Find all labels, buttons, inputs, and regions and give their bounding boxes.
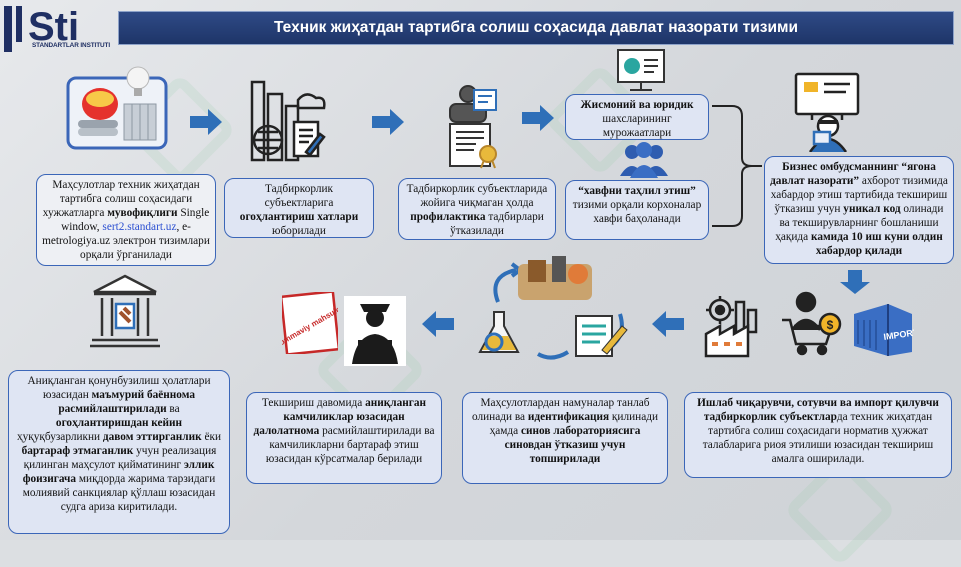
court-icon: [88, 272, 162, 357]
police-officer-icon: [344, 296, 406, 371]
box-administrative-protocol: Аниқланган қонунбузилиш ҳолатлари юзасид…: [8, 370, 230, 534]
sti-logo: Sti STANDARTLAR INSTITUTI: [2, 2, 114, 52]
box6-bold: Бизнес омбудсманнинг “ягона давлат назор…: [770, 161, 936, 187]
box-warning-letters: Тадбиркорлик субъектларига огоҳлантириш …: [224, 178, 374, 238]
box2-text: юборилади: [272, 225, 326, 237]
logo-sub: STANDARTLAR INSTITUTI: [32, 42, 111, 49]
box10-bold: эллик фоизигача: [22, 459, 215, 485]
presentation-icon: [614, 46, 670, 99]
box1-text: Маҳсулотлар техник жиҳатдан тартибга сол…: [42, 179, 200, 219]
box8-bold: синов лабораториясига синовдан ўтказиш у…: [504, 425, 641, 465]
box10-text: миқдорда жарима тарзидаги молиявий санкц…: [22, 473, 216, 513]
box3-bold: профилактика: [410, 211, 486, 223]
box1-bold: мувофиқлиги: [107, 207, 178, 219]
box8-text: Маҳсулотлардан намуналар танлаб олинади …: [471, 397, 650, 423]
box10-text: учун реализация қилинган маҳсулот қиймат…: [23, 445, 217, 471]
box-ombudsman: Бизнес омбудсманнинг “ягона давлат назор…: [764, 156, 954, 264]
people-group-icon: [618, 140, 670, 185]
stamp-icon: ommaviy mahsulot: [278, 290, 345, 359]
sti-logo-mark: Sti: [4, 5, 79, 52]
svg-text:IMPORT: IMPORT: [883, 327, 914, 342]
lab-cycle-icon: [472, 254, 642, 371]
box8-bold: идентификация: [527, 411, 610, 423]
box7-bold: Ишлаб чиқарувчи, сотувчи ва импорт қилув…: [697, 397, 939, 423]
factory-icon: [246, 72, 326, 172]
box-appeals: Жисмоний ва юридик шахсларининг мурожаат…: [565, 94, 709, 140]
box1-text: , e-metrologiya.uz электрон тизимлари ор…: [42, 221, 210, 261]
box8-text: қилинади ҳамда: [489, 411, 659, 437]
flow-arrow-down: [840, 270, 870, 294]
box10-text: ва: [166, 403, 180, 415]
merge-bracket: [712, 105, 762, 227]
box9-text: Текшириш давомида: [261, 397, 366, 409]
flow-arrow-right: [522, 105, 554, 131]
box3-text: тадбирлари ўтказилади: [450, 211, 544, 237]
box10-text: Аниқланган қонунбузилиш ҳолатлари юзасид…: [27, 375, 211, 401]
inspector-computer-icon: [792, 70, 862, 157]
box2-bold: огоҳлантириш хатлари: [239, 211, 359, 223]
box-compliance-check: Маҳсулотлар техник жиҳатдан тартибга сол…: [36, 174, 216, 266]
flow-arrow-right: [190, 109, 222, 135]
flow-arrow-right: [372, 109, 404, 135]
box4-bold: Жисмоний ва юридик: [580, 99, 694, 111]
box10-bold: бартараф этмаганлик: [21, 445, 134, 457]
box9-bold: аниқланган камчиликлар юзасидан далолатн…: [253, 397, 427, 437]
retail-cart-icon: $: [778, 290, 844, 361]
logo-main: Sti: [28, 5, 79, 49]
sert2-link[interactable]: sert2.standart.uz: [102, 221, 177, 233]
box5-bold: “хавфни таҳлил этиш”: [578, 185, 696, 197]
box10-text: ҳуқуқбузарликни: [16, 431, 103, 443]
box6-text: ахборот тизимида хабардор этиш тартибида…: [770, 175, 948, 215]
manufacturing-icon: [702, 292, 766, 363]
box6-bold: камида 10 иш куни олдин хабардор қилади: [811, 231, 943, 257]
box-inspection-subjects: Ишлаб чиқарувчи, сотувчи ва импорт қилув…: [684, 392, 952, 478]
title-bar: Техник жиҳатдан тартибга солиш соҳасида …: [118, 11, 954, 45]
box4-text: шахсларининг мурожаатлари: [602, 113, 672, 139]
document-certificate-icon: [440, 80, 506, 175]
box6-bold: уникал код: [843, 203, 901, 215]
svg-text:$: $: [827, 318, 834, 332]
box7-text: да техник жиҳатдан тартибга солиш соҳаси…: [702, 411, 934, 465]
flow-arrow-left: [652, 311, 684, 337]
box-sampling: Маҳсулотлардан намуналар танлаб олинади …: [462, 392, 668, 484]
box9-text: расмийлаштирилади ва камчиликларни барта…: [265, 425, 435, 465]
box10-bold: маъмурий баённома расмийлаштирилади: [58, 389, 195, 415]
box-inspection-act: Текшириш давомида аниқланган камчиликлар…: [246, 392, 442, 484]
box6-text: олинади ва текширувларнинг бошланиши ҳақ…: [775, 203, 944, 243]
box10-bold: огоҳлантиришдан кейин: [55, 417, 183, 429]
products-icon: [64, 64, 174, 164]
flow-arrow-left: [422, 311, 454, 337]
box3-text: Тадбиркорлик субъектларида жойига чиқмаг…: [406, 183, 548, 209]
box-risk-analysis: “хавфни таҳлил этиш” тизими орқали корхо…: [565, 180, 709, 240]
box10-text: ёки: [201, 431, 222, 443]
box5-text: тизими орқали корхоналар хавфи баҳоланад…: [572, 199, 702, 225]
box2-text: Тадбиркорлик субъектларига: [264, 183, 334, 209]
import-container-icon: IMPORT: [850, 300, 919, 361]
box1-text: Single window,: [61, 207, 210, 233]
box-prevention: Тадбиркорлик субъектларида жойига чиқмаг…: [398, 178, 556, 240]
box10-bold: давом эттирганлик: [102, 431, 202, 443]
page-title: Техник жиҳатдан тартибга солиш соҳасида …: [273, 19, 799, 36]
